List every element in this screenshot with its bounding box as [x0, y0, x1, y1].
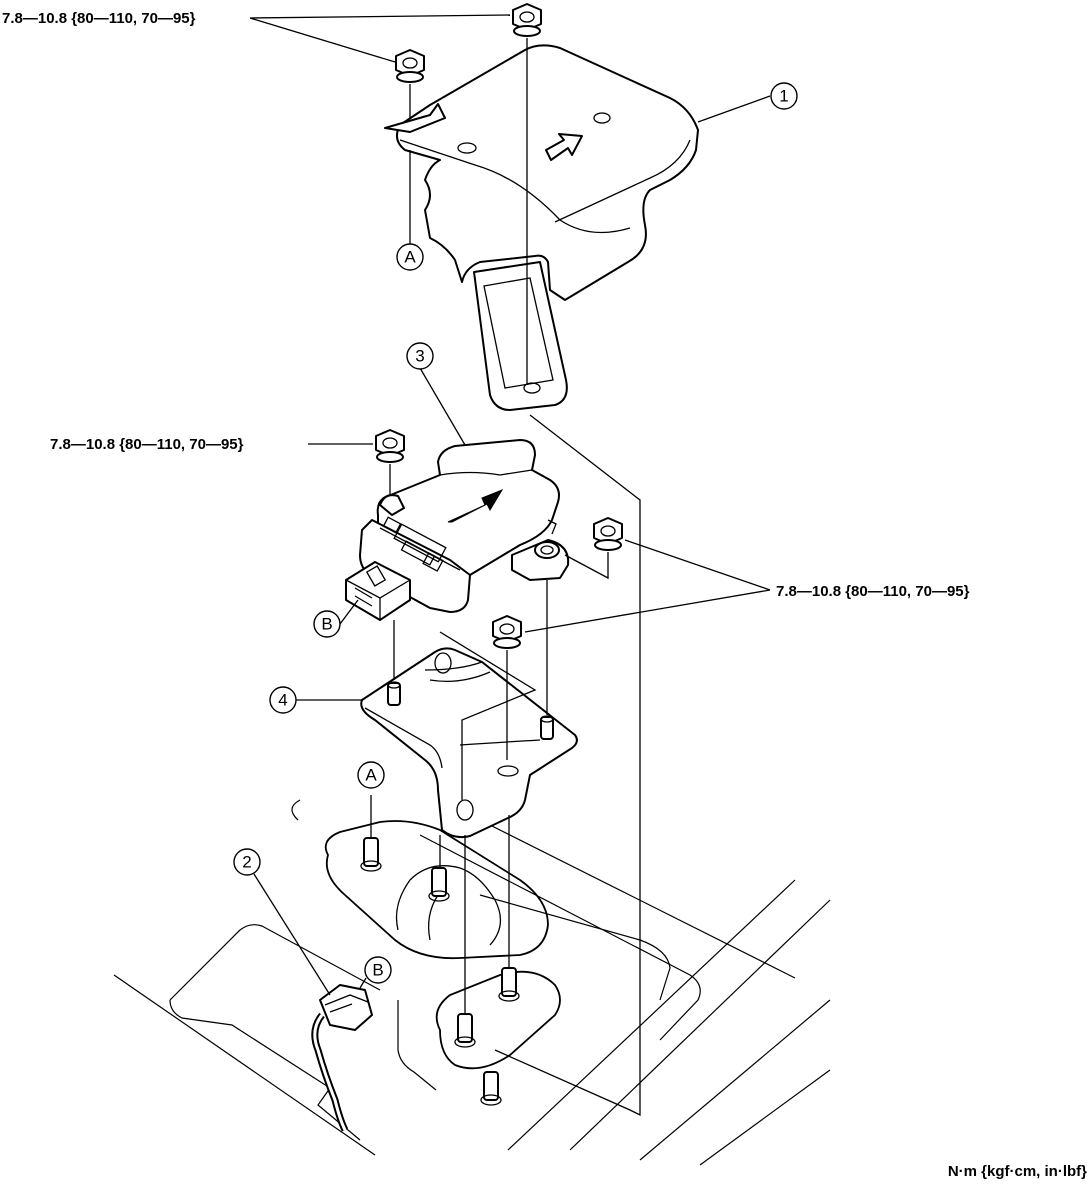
- cover-bracket: [384, 44, 699, 411]
- callout-ref-b-connector: B: [313, 610, 341, 638]
- harness-connector: [311, 984, 373, 1132]
- torque-spec-top: 7.8—10.8 {80—110, 70—95}: [2, 10, 196, 27]
- svg-text:4: 4: [278, 691, 287, 710]
- nut-top: [512, 3, 542, 37]
- bracket-stud-left: [387, 681, 401, 706]
- nut-upper-left: [395, 49, 425, 83]
- callout-part-1: 1: [770, 82, 798, 110]
- callout-part-2: 2: [233, 848, 261, 876]
- floor-boss: [324, 820, 561, 1070]
- torque-spec-sensor-right: 7.8—10.8 {80—110, 70—95}: [776, 583, 970, 600]
- torque-spec-sensor-left: 7.8—10.8 {80—110, 70—95}: [50, 436, 244, 453]
- svg-text:A: A: [404, 248, 416, 267]
- callout-ref-a-upper: A: [396, 243, 424, 271]
- stud-5: [480, 1071, 502, 1106]
- svg-text:B: B: [372, 961, 383, 980]
- svg-text:2: 2: [242, 853, 251, 872]
- stud-3: [498, 967, 520, 1002]
- stud-4: [454, 1013, 476, 1048]
- leader-lines: [249, 14, 771, 996]
- stud-2: [428, 867, 450, 902]
- floor-panel: [113, 799, 831, 1166]
- nut-sensor-right: [593, 517, 623, 551]
- callout-part-4: 4: [269, 686, 297, 714]
- callout-ref-b-harness: B: [364, 956, 392, 984]
- svg-text:B: B: [321, 615, 332, 634]
- assembly-lines: [370, 38, 641, 1117]
- stud-1: [360, 837, 382, 872]
- sensor-direction-arrow-icon: [447, 488, 504, 523]
- svg-text:3: 3: [415, 347, 424, 366]
- svg-text:1: 1: [779, 87, 788, 106]
- cover-direction-arrow-icon: [545, 133, 583, 161]
- nut-bracket: [492, 615, 522, 649]
- callout-ref-a-lower: A: [357, 761, 385, 789]
- svg-text:A: A: [365, 766, 377, 785]
- sensor-unit: [359, 439, 570, 613]
- callout-part-3: 3: [406, 342, 434, 370]
- bracket-stud-right: [540, 715, 554, 740]
- nut-sensor-left: [375, 429, 405, 463]
- sensor-connector: [345, 561, 411, 621]
- torque-units-label: N·m {kgf·cm, in·lbf}: [948, 1163, 1087, 1180]
